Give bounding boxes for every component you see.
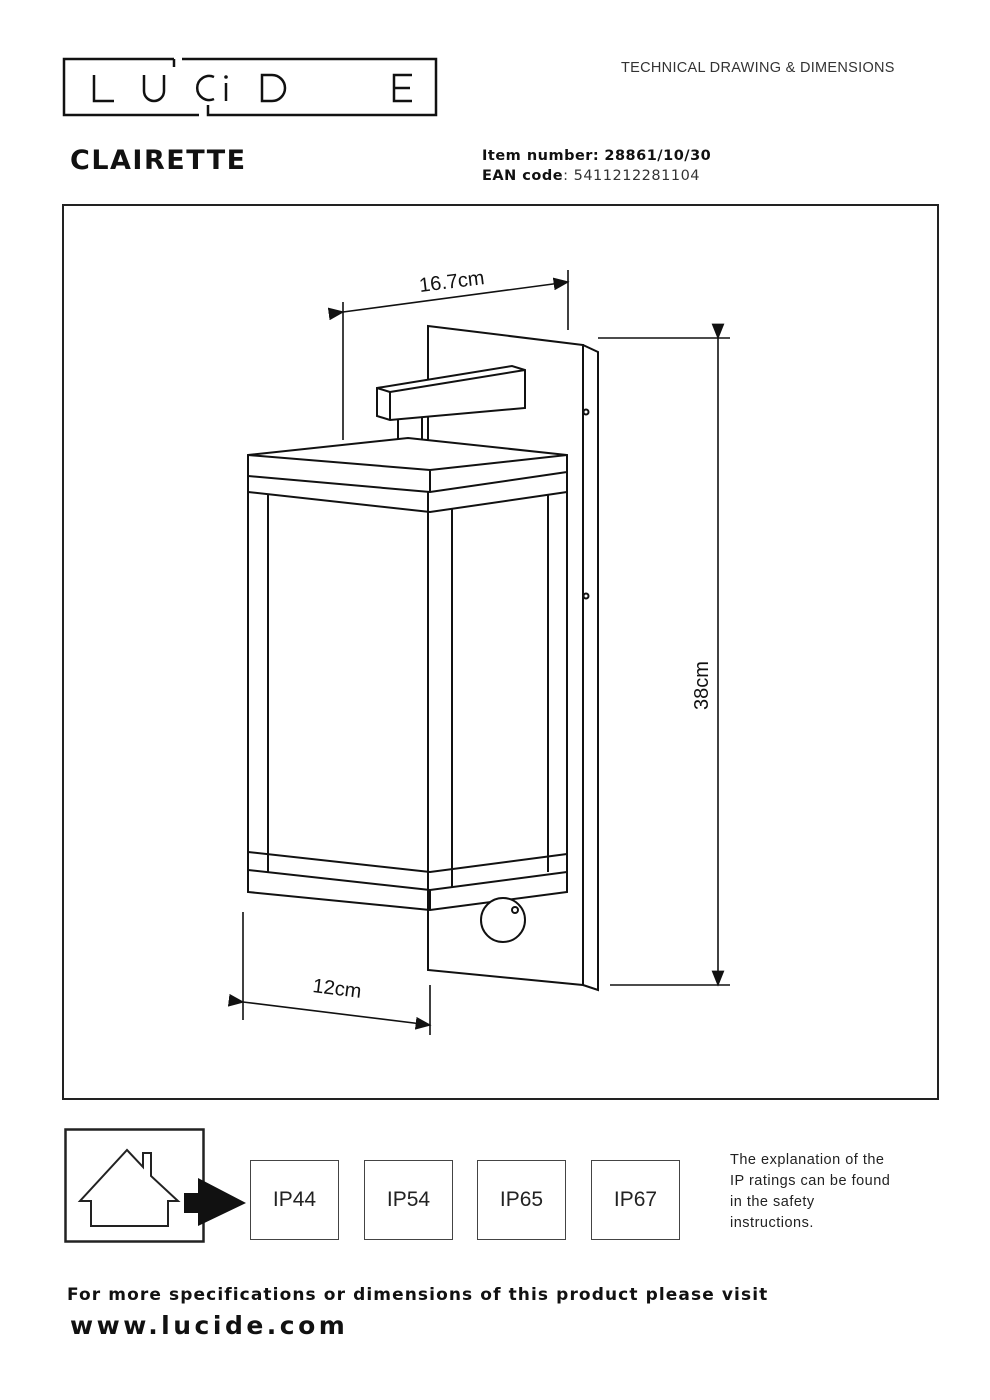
ean-row: EAN code: 5411212281104 xyxy=(482,168,701,184)
product-meta: Item number: 28861/10/30 EAN code: 54112… xyxy=(482,146,711,186)
house-arrow-icon xyxy=(64,1128,246,1243)
item-number: 28861/10/30 xyxy=(604,148,712,164)
drawing-frame xyxy=(62,204,939,1100)
ean-code: : 5411212281104 xyxy=(563,168,701,184)
ip-rating-note: The explanation of the IP ratings can be… xyxy=(730,1152,891,1231)
ip-rating-box: IP67 xyxy=(591,1160,680,1240)
website-link[interactable]: www.lucide.com xyxy=(70,1311,349,1340)
lucide-logo xyxy=(62,57,438,117)
ip-rating-box: IP54 xyxy=(364,1160,453,1240)
product-name: CLAIRETTE xyxy=(70,145,247,176)
ip-rating-box: IP65 xyxy=(477,1160,566,1240)
document-type: TECHNICAL DRAWING & DIMENSIONS xyxy=(621,60,895,76)
footer-text: For more specifications or dimensions of… xyxy=(67,1285,769,1305)
ip-rating-box: IP44 xyxy=(250,1160,339,1240)
item-number-row: Item number: 28861/10/30 xyxy=(482,148,712,164)
